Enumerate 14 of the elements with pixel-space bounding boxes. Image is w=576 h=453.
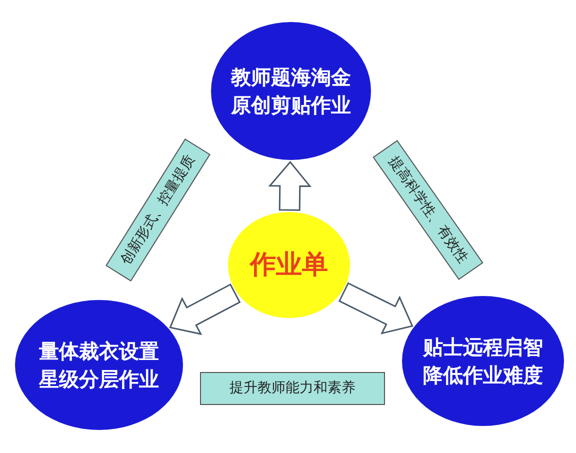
node-label: 创新形式、控量提质 [116, 151, 199, 269]
text-band [200, 372, 385, 405]
node-label: 星级分层作业 [38, 366, 160, 393]
hollow-arrow [338, 282, 414, 334]
node-label: 降低作业难度 [422, 362, 544, 389]
node-label: 提高科学性、有效性 [384, 152, 472, 268]
node-label: 量体裁衣设置 [38, 338, 160, 365]
node-label: 提升教师能力和素养 [230, 379, 356, 398]
node-label: 原创剪贴作业 [230, 92, 352, 119]
node-label: 贴士远程启智 [422, 334, 544, 361]
node-label: 作业单 [250, 248, 328, 282]
hollow-arrow [268, 160, 312, 211]
hollow-arrow [169, 283, 241, 336]
node-label: 教师题海淘金 [230, 64, 352, 91]
